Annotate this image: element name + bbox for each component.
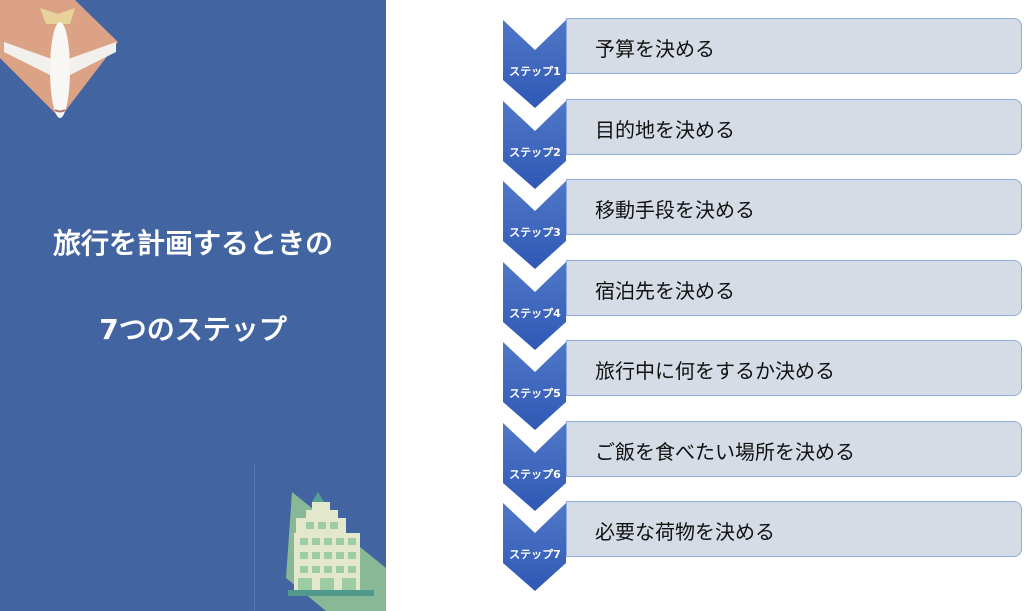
step-label: ステップ1 xyxy=(509,65,561,78)
chevron-icon xyxy=(503,100,566,189)
step-box: 移動手段を決める xyxy=(566,179,1022,235)
step-box: 予算を決める xyxy=(566,18,1022,74)
step-item: 旅行中に何をするか決める ステップ5 xyxy=(503,340,1024,430)
page-title-line2: 7つのステップ xyxy=(99,313,287,346)
building-icon xyxy=(286,492,386,611)
step-box: 必要な荷物を決める xyxy=(566,501,1022,557)
chevron-icon xyxy=(503,503,566,591)
step-box: 目的地を決める xyxy=(566,98,1022,155)
step-item: 予算を決める ステップ1 xyxy=(503,18,1024,108)
page-title-line1: 旅行を計画するときの xyxy=(52,227,333,260)
step-text: 移動手段を決める xyxy=(595,198,755,222)
step-label: ステップ2 xyxy=(509,145,561,159)
step-item: 目的地を決める ステップ2 xyxy=(503,98,1024,189)
step-label: ステップ6 xyxy=(509,467,561,481)
step-text: 旅行中に何をするか決める xyxy=(595,359,835,383)
step-label: ステップ5 xyxy=(509,387,561,400)
step-item: 宿泊先を決める ステップ4 xyxy=(503,259,1024,350)
title-panel: 旅行を計画するときの 7つのステップ xyxy=(0,0,386,611)
step-text: ご飯を食べたい場所を決める xyxy=(595,439,855,464)
chevron-icon xyxy=(503,261,566,350)
step-label: ステップ7 xyxy=(509,548,561,561)
step-text: 目的地を決める xyxy=(595,117,735,142)
step-item: 移動手段を決める ステップ3 xyxy=(503,179,1024,269)
step-text: 必要な荷物を決める xyxy=(595,520,775,544)
airplane-icon xyxy=(0,0,118,118)
step-text: 宿泊先を決める xyxy=(595,278,735,303)
step-label: ステップ3 xyxy=(509,226,561,239)
chevron-icon xyxy=(503,342,566,430)
divider xyxy=(254,465,255,611)
step-label: ステップ4 xyxy=(509,306,561,320)
step-item: 必要な荷物を決める ステップ7 xyxy=(503,501,1024,591)
chevron-icon xyxy=(503,181,566,269)
step-box: ご飯を食べたい場所を決める xyxy=(566,420,1022,477)
chevron-icon xyxy=(503,20,566,108)
step-item: ご飯を食べたい場所を決める ステップ6 xyxy=(503,420,1024,511)
chevron-icon xyxy=(503,422,566,511)
step-box: 宿泊先を決める xyxy=(566,259,1022,316)
step-box: 旅行中に何をするか決める xyxy=(566,340,1022,396)
step-text: 予算を決める xyxy=(595,37,715,61)
